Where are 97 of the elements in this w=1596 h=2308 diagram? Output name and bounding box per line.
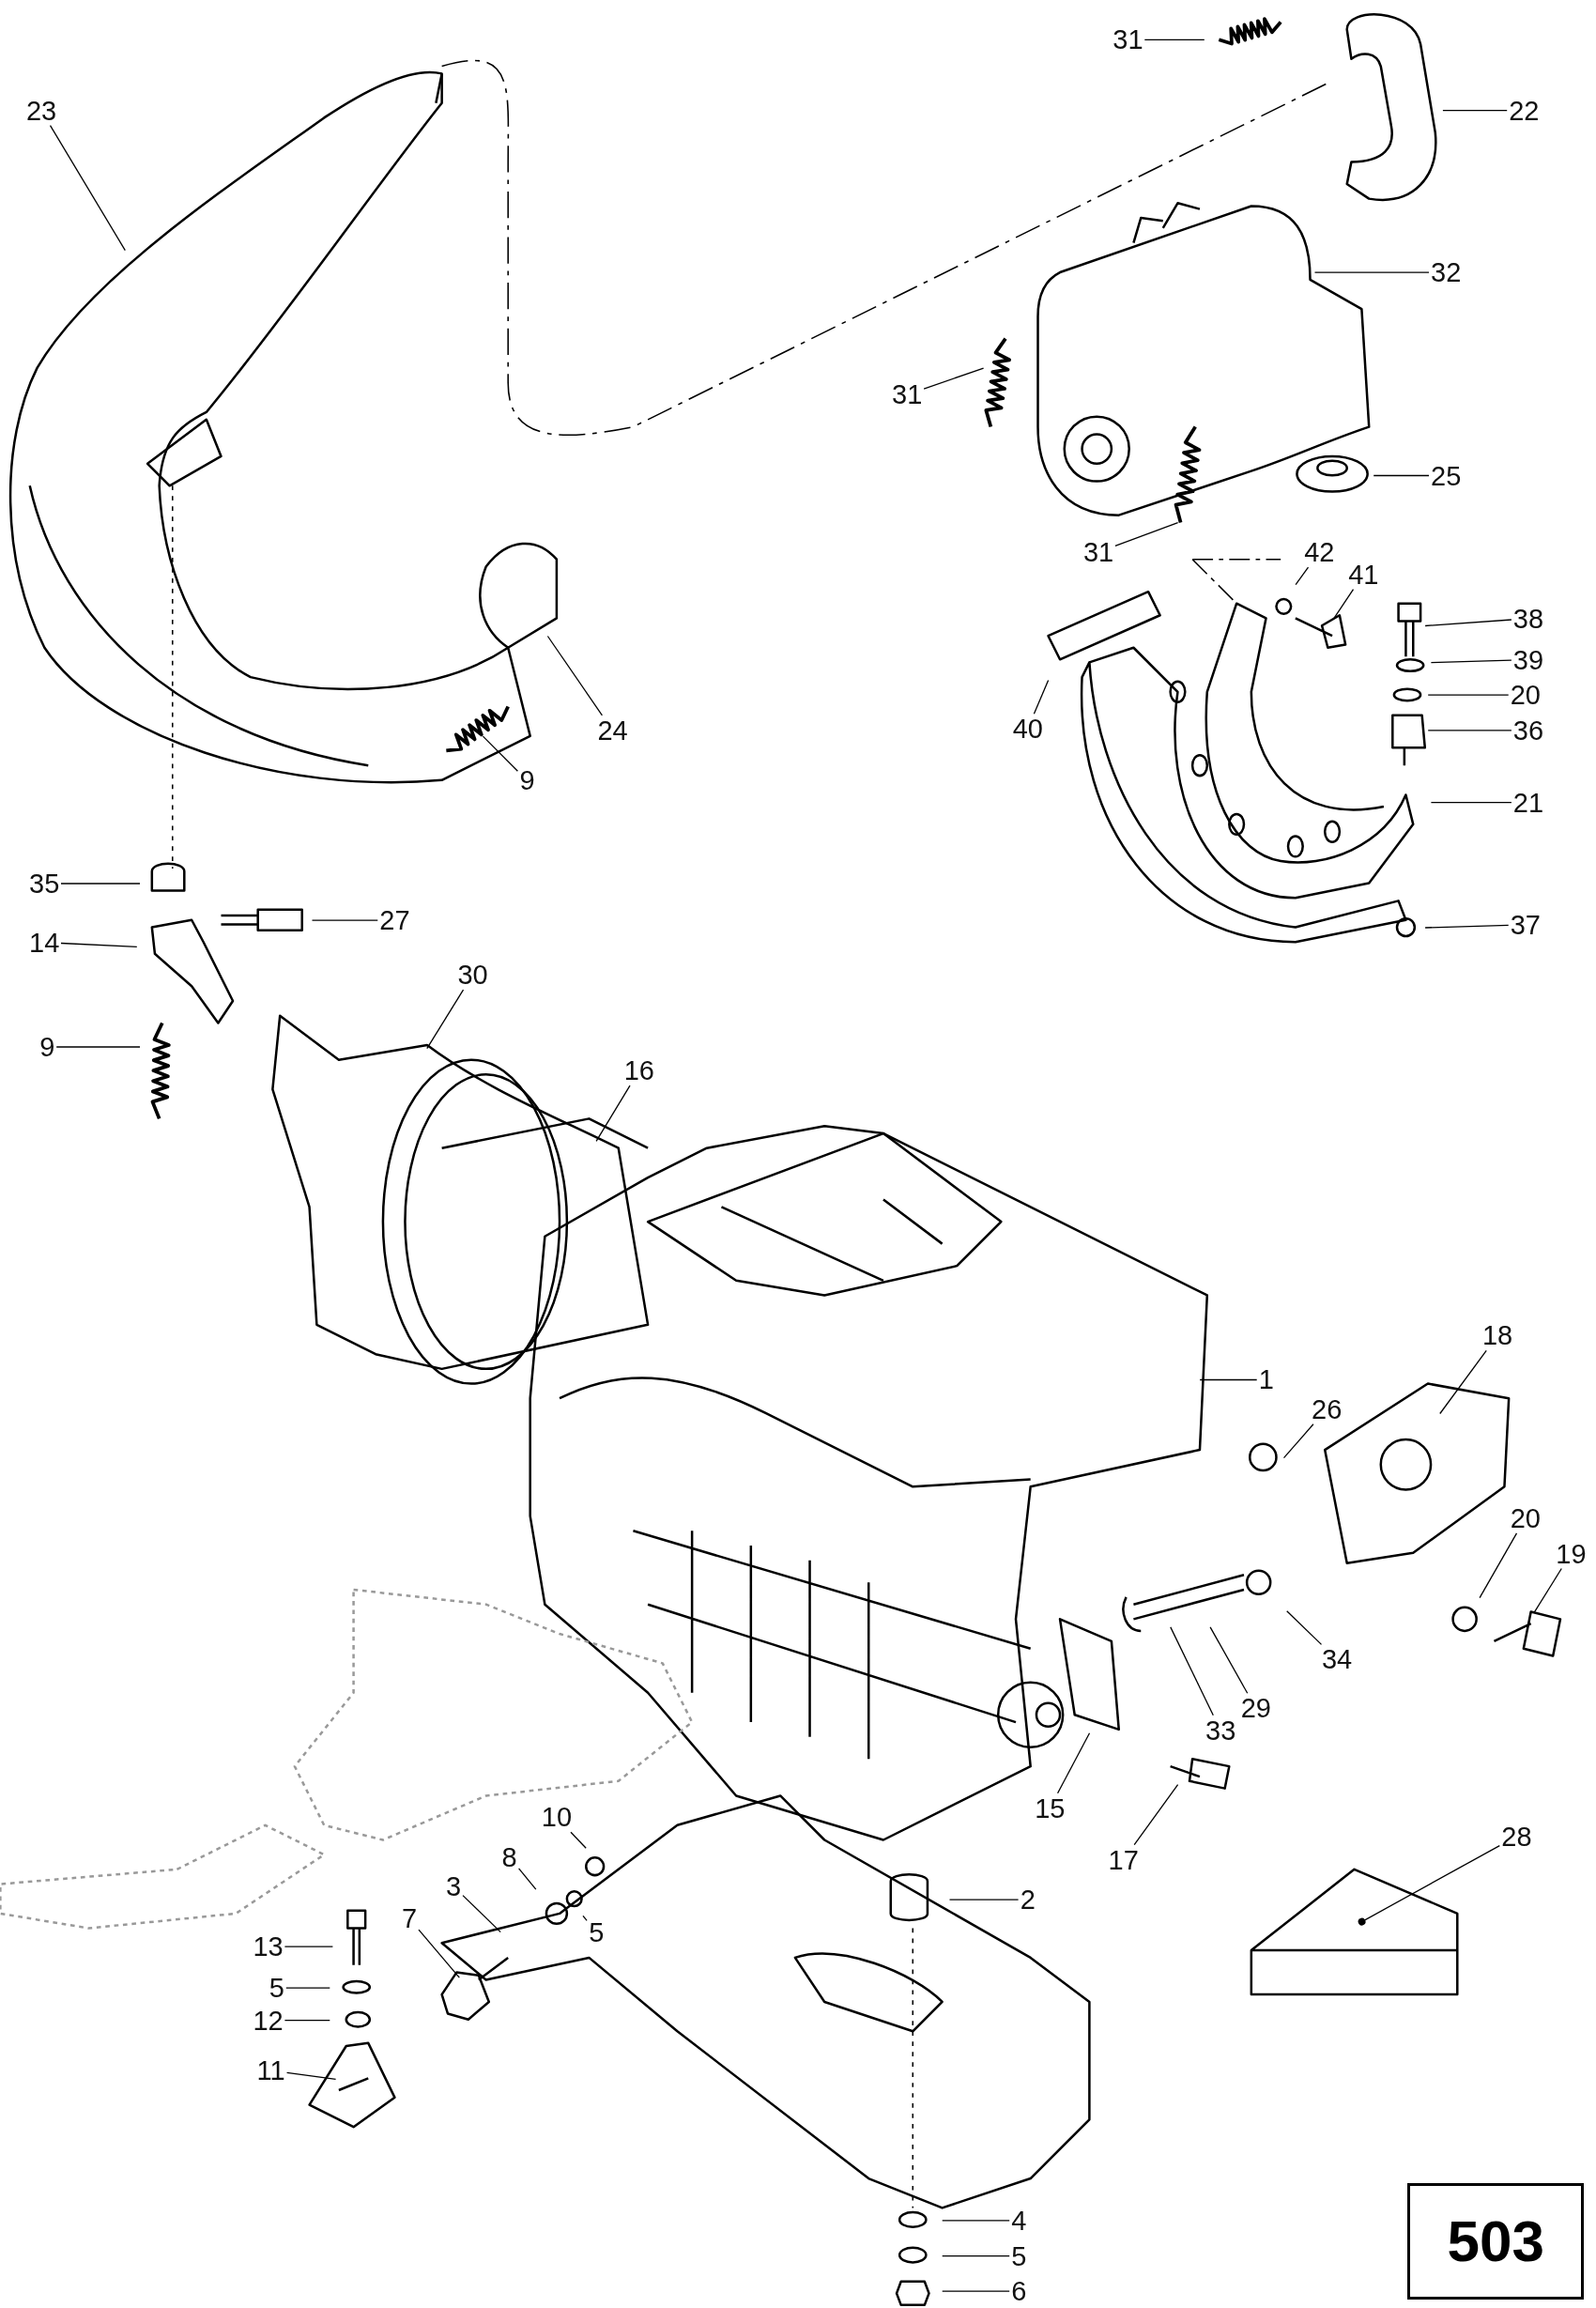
leader-line xyxy=(1373,474,1430,477)
leader-line xyxy=(1427,730,1512,731)
leader-line xyxy=(285,1987,330,1989)
callout-number: 15 xyxy=(1033,1793,1067,1823)
callout-number: 26 xyxy=(1310,1393,1344,1424)
leader-line xyxy=(1133,1784,1179,1846)
leader-line xyxy=(1427,694,1510,696)
callout-number: 31 xyxy=(1111,24,1145,55)
callout-number: 14 xyxy=(27,927,62,958)
callout-number: 1 xyxy=(1256,1364,1276,1395)
callout-number: 31 xyxy=(890,379,925,410)
leader-line xyxy=(1424,619,1512,627)
callout-number: 13 xyxy=(251,1931,285,1962)
leader-line xyxy=(942,2290,1010,2292)
leader-line xyxy=(1333,588,1355,620)
leader-line xyxy=(1199,1378,1258,1381)
leader-line xyxy=(60,942,138,948)
leader-line xyxy=(1295,566,1310,586)
callout-number: 7 xyxy=(399,1903,420,1934)
leader-line xyxy=(1424,924,1510,929)
leader-line xyxy=(1170,1626,1214,1716)
callout-number: 29 xyxy=(1238,1693,1273,1724)
leader-line xyxy=(1439,1349,1487,1415)
leader-line xyxy=(517,1868,537,1890)
callout-number: 20 xyxy=(1508,680,1542,711)
callout-number: 32 xyxy=(1429,257,1464,288)
leader-line xyxy=(1430,802,1512,804)
leader-line xyxy=(49,124,126,252)
callout-number: 28 xyxy=(1499,1821,1534,1852)
leader-line xyxy=(284,2020,330,2022)
callout-number: 19 xyxy=(1554,1538,1588,1569)
callout-number: 4 xyxy=(1009,2205,1029,2236)
callout-number: 42 xyxy=(1302,537,1337,568)
callout-number: 12 xyxy=(251,2005,285,2036)
leader-line xyxy=(1442,109,1508,112)
callout-number: 2 xyxy=(1018,1885,1037,1916)
callout-number: 18 xyxy=(1480,1320,1515,1351)
leader-line xyxy=(1533,1567,1562,1613)
leader-line xyxy=(462,1894,501,1933)
leader-line xyxy=(942,2220,1010,2222)
leader-line xyxy=(570,1831,587,1849)
page-number-box: 503 xyxy=(1407,2182,1585,2300)
callout-number: 41 xyxy=(1346,559,1381,590)
callout-number: 5 xyxy=(267,1973,286,2004)
callout-number: 8 xyxy=(499,1841,519,1872)
callout-number: 30 xyxy=(455,960,490,991)
leader-line xyxy=(1114,522,1179,547)
leader-line xyxy=(595,1085,631,1143)
leader-line xyxy=(55,1046,141,1048)
callout-number: 40 xyxy=(1010,714,1045,745)
callout-number: 33 xyxy=(1204,1715,1238,1746)
callout-number: 5 xyxy=(1009,2240,1029,2271)
callout-number: 22 xyxy=(1507,95,1542,126)
leader-line xyxy=(582,1915,588,1921)
callout-number: 37 xyxy=(1508,909,1542,940)
callout-number: 34 xyxy=(1320,1644,1355,1675)
callout-number: 39 xyxy=(1511,644,1546,675)
leader-line xyxy=(1313,271,1430,273)
leader-line xyxy=(426,989,465,1050)
callout-number: 3 xyxy=(444,1870,464,1901)
leader-line xyxy=(285,2071,337,2081)
leader-line xyxy=(1143,38,1205,40)
leader-line xyxy=(311,919,378,921)
leader-line xyxy=(60,883,141,885)
callout-number: 6 xyxy=(1009,2276,1029,2307)
callout-number: 5 xyxy=(587,1916,606,1947)
leader-line xyxy=(948,1899,1020,1900)
leader-line xyxy=(1282,1423,1314,1459)
callout-number: 35 xyxy=(27,868,62,899)
callout-number: 23 xyxy=(23,95,59,126)
leader-line xyxy=(1430,659,1512,664)
leader-line xyxy=(1209,1626,1249,1694)
callout-number: 9 xyxy=(517,765,537,796)
callout-number: 38 xyxy=(1511,603,1546,634)
callout-number: 31 xyxy=(1081,537,1116,568)
leader-line xyxy=(546,635,604,716)
leader-line xyxy=(1033,679,1050,715)
callout-number: 21 xyxy=(1511,787,1546,818)
callout-number: 16 xyxy=(622,1055,656,1086)
callout-number: 27 xyxy=(377,905,412,936)
leader-line xyxy=(284,1946,334,1947)
leader-line xyxy=(942,2254,1010,2257)
callout-number: 36 xyxy=(1511,715,1546,746)
leader-line xyxy=(1056,1732,1091,1794)
callout-number: 17 xyxy=(1106,1844,1141,1875)
leader-line xyxy=(923,367,985,390)
leader-line xyxy=(418,1929,460,1978)
callout-number: 25 xyxy=(1429,460,1464,491)
callout-number: 10 xyxy=(539,1802,575,1833)
callout-number: 20 xyxy=(1508,1502,1542,1533)
leader-line xyxy=(1479,1532,1518,1599)
leader-line xyxy=(1286,1610,1323,1646)
leader-line xyxy=(482,735,519,772)
leader-line xyxy=(1358,1844,1500,1926)
callout-number: 24 xyxy=(595,715,630,746)
callout-number: 9 xyxy=(38,1032,57,1063)
callout-number: 11 xyxy=(254,2054,287,2085)
